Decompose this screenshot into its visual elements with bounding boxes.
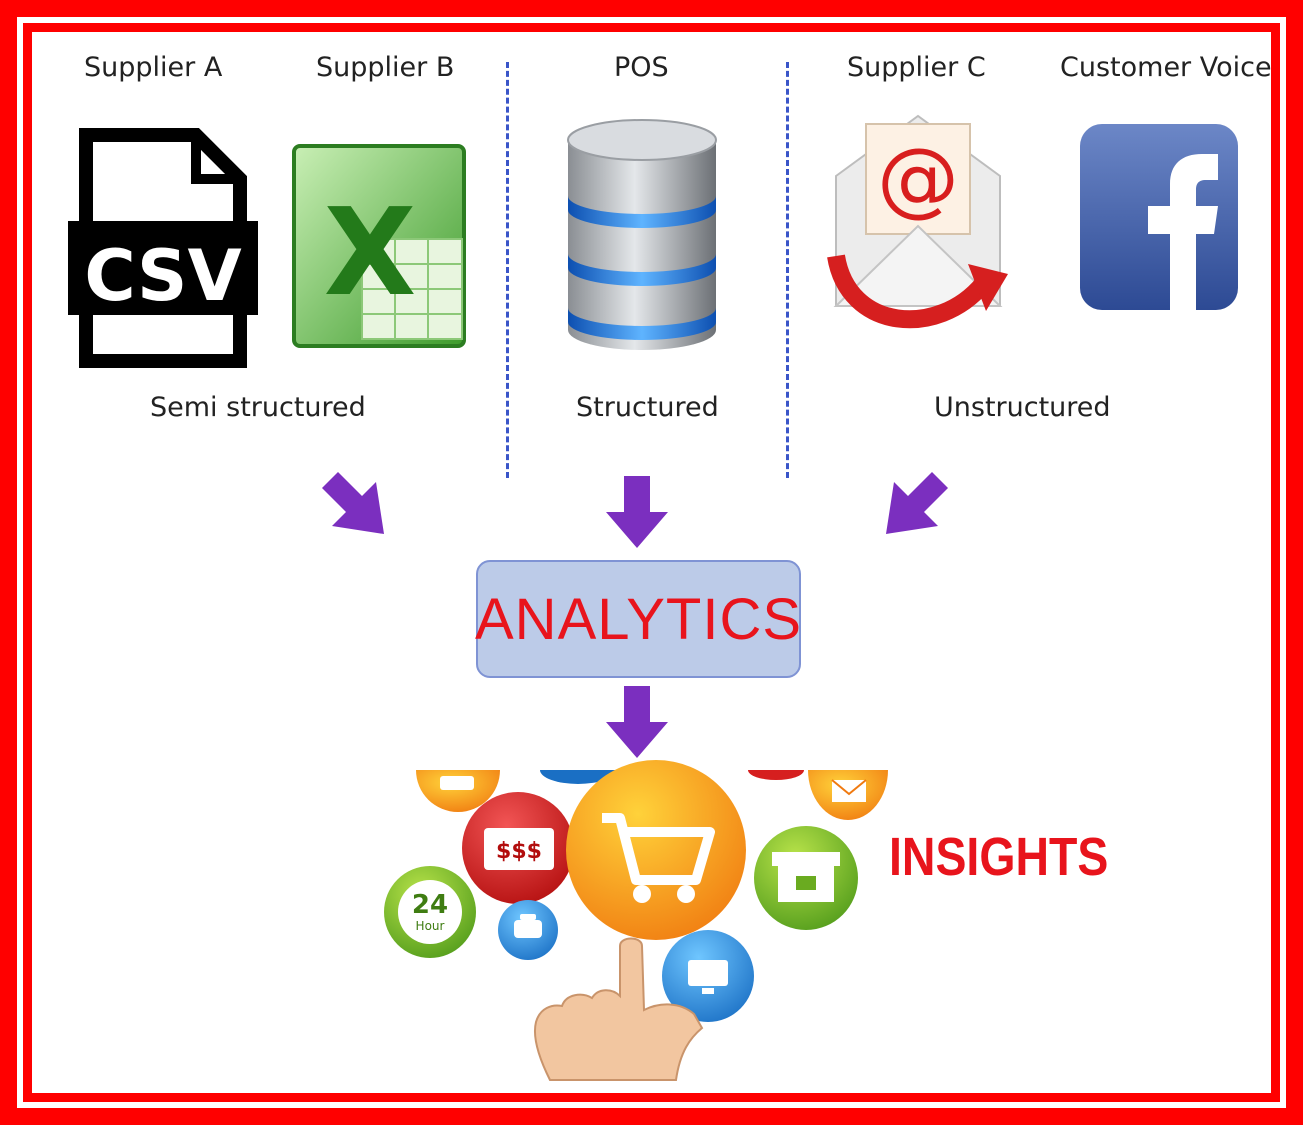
money-text: $$$ <box>496 839 542 864</box>
svg-text:@: @ <box>877 131 959 226</box>
phone-bubble <box>498 900 558 960</box>
arrow-unstructured-to-analytics <box>886 472 948 534</box>
insights-label: INSIGHTS <box>889 827 1109 887</box>
hours-word: Hour <box>416 919 445 933</box>
svg-text:X: X <box>324 184 417 323</box>
divider-left <box>506 62 509 478</box>
analytics-box: ANALYTICS <box>475 560 803 678</box>
csv-text: CSV <box>84 235 241 317</box>
blue-partial-bubble <box>540 770 616 784</box>
email-icon: @ <box>827 114 1008 329</box>
excel-icon: X <box>292 144 466 348</box>
source-label-customer-voice: Customer Voice <box>1060 52 1272 83</box>
truck-bubble <box>416 770 500 812</box>
category-unstructured: Unstructured <box>934 392 1111 423</box>
source-label-supplier-a: Supplier A <box>84 52 223 83</box>
arrow-semi-structured-to-analytics <box>322 472 384 534</box>
csv-file-icon: CSV <box>68 128 258 368</box>
source-label-supplier-c: Supplier C <box>847 52 986 83</box>
red-partial-bubble <box>748 770 804 780</box>
database-icon <box>567 119 717 350</box>
divider-right <box>786 62 789 478</box>
cart-bubble <box>566 760 746 940</box>
category-semi-structured: Semi structured <box>150 392 366 423</box>
monitor-bubble <box>662 930 754 1022</box>
hours-number: 24 <box>412 890 448 920</box>
analytics-label: ANALYTICS <box>475 586 803 652</box>
money-bubble: $$$ <box>462 792 574 904</box>
gift-bubble <box>754 826 858 930</box>
category-structured: Structured <box>576 392 719 423</box>
arrow-analytics-to-insights <box>606 686 668 758</box>
facebook-icon <box>1080 124 1238 310</box>
source-label-pos: POS <box>614 52 669 83</box>
arrow-structured-to-analytics <box>606 476 668 548</box>
insights-icon-cluster: $$$ 24 Hour <box>384 760 888 1081</box>
source-label-supplier-b: Supplier B <box>316 52 455 83</box>
hand-pointing-icon <box>534 937 704 1081</box>
mail-bubble <box>808 770 888 820</box>
24-hour-bubble: 24 Hour <box>384 866 476 958</box>
white-gap-frame <box>17 17 1286 1108</box>
